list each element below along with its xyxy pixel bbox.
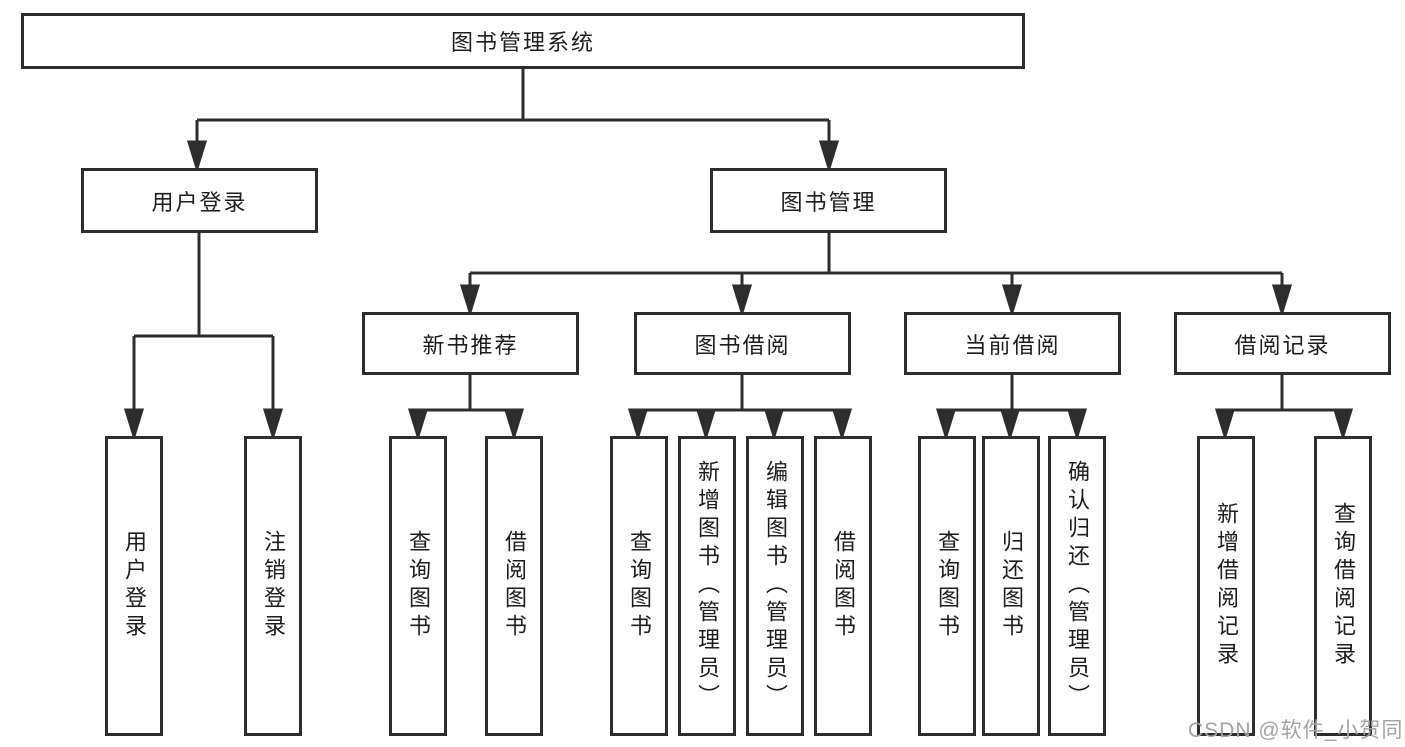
leaf-query-borrow-record: 查询借阅记录 [1314, 436, 1372, 736]
leaf-confirm-return-admin: 确认归还（管理员） [1048, 436, 1106, 736]
leaf-query-books-recommend-label: 查询图书 [406, 530, 431, 642]
connector-root-to-level2 [186, 69, 840, 174]
node-book-borrow: 图书借阅 [634, 312, 851, 375]
leaf-borrow-books-label: 借阅图书 [831, 530, 856, 642]
leaf-add-books-admin-label: 新增图书（管理员） [695, 460, 720, 712]
leaf-logout: 注销登录 [244, 436, 302, 736]
connector-current-borrow-children [935, 375, 1088, 442]
leaf-borrow-books: 借阅图书 [814, 436, 872, 736]
node-root-label: 图书管理系统 [450, 30, 595, 55]
node-new-book-recommend: 新书推荐 [362, 312, 579, 375]
leaf-query-books-borrow: 查询图书 [610, 436, 668, 736]
leaf-confirm-return-admin-label: 确认归还（管理员） [1065, 460, 1090, 712]
connector-book-borrow-children [627, 375, 853, 442]
leaf-query-books-borrow-label: 查询图书 [627, 530, 652, 642]
leaf-user-login-label: 用户登录 [122, 530, 147, 642]
watermark: CSDN @软件_小贺同学 [1188, 719, 1405, 742]
node-current-borrow: 当前借阅 [904, 312, 1121, 375]
leaf-query-borrow-record-label: 查询借阅记录 [1331, 502, 1356, 670]
leaf-borrow-books-recommend: 借阅图书 [485, 436, 543, 736]
leaf-edit-books-admin: 编辑图书（管理员） [746, 436, 804, 736]
leaf-add-borrow-record: 新增借阅记录 [1197, 436, 1255, 736]
leaf-query-books-current-label: 查询图书 [935, 530, 960, 642]
node-current-borrow-label: 当前借阅 [964, 332, 1061, 358]
node-new-book-recommend-label: 新书推荐 [422, 332, 519, 358]
node-borrow-records: 借阅记录 [1174, 312, 1391, 375]
leaf-add-books-admin: 新增图书（管理员） [678, 436, 736, 736]
connector-user-login-children [123, 233, 284, 442]
leaf-return-books-label: 归还图书 [999, 530, 1024, 642]
node-book-management: 图书管理 [710, 168, 947, 233]
connector-new-book-recommend-children [407, 375, 525, 442]
leaf-return-books: 归还图书 [982, 436, 1040, 736]
node-borrow-records-label: 借阅记录 [1234, 332, 1331, 358]
node-user-login: 用户登录 [81, 168, 318, 233]
leaf-borrow-books-recommend-label: 借阅图书 [502, 530, 527, 642]
node-root: 图书管理系统 [21, 13, 1025, 69]
leaf-query-books-current: 查询图书 [918, 436, 976, 736]
leaf-user-login: 用户登录 [105, 436, 163, 736]
connector-borrow-records-children [1214, 375, 1354, 442]
node-user-login-label: 用户登录 [151, 189, 248, 215]
connector-book-management-children [459, 233, 1293, 318]
node-book-management-label: 图书管理 [780, 189, 877, 215]
leaf-query-books-recommend: 查询图书 [389, 436, 447, 736]
leaf-logout-label: 注销登录 [261, 530, 286, 642]
leaf-add-borrow-record-label: 新增借阅记录 [1214, 502, 1239, 670]
leaf-edit-books-admin-label: 编辑图书（管理员） [763, 460, 788, 712]
node-book-borrow-label: 图书借阅 [694, 332, 791, 358]
